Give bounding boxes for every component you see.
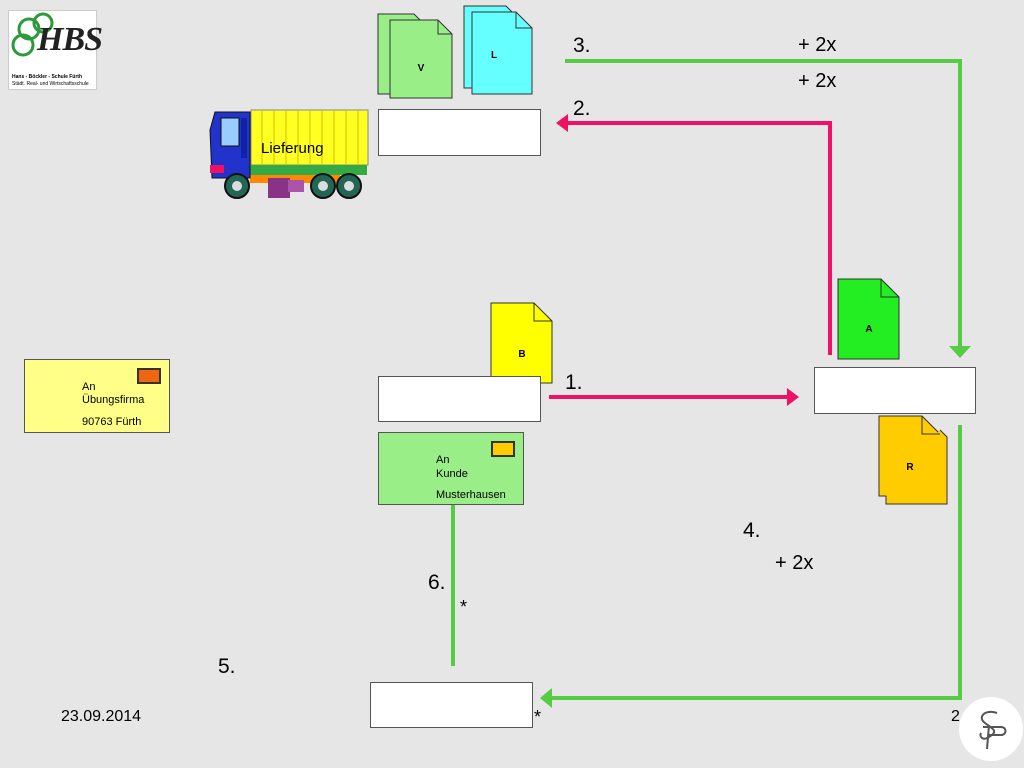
truck-icon [209, 109, 369, 199]
multiplier-step-3-b: + 2x [798, 70, 837, 92]
stamp-icon [137, 368, 161, 384]
box-top [378, 109, 541, 156]
document-l-icon: L [463, 5, 533, 95]
truck-label: Lieferung [261, 140, 324, 157]
envelope-company-line3: 90763 Fürth [82, 416, 142, 428]
step-2-label: 2. [573, 97, 591, 120]
document-b-label: B [518, 349, 525, 360]
star-step-6: * [460, 597, 468, 617]
step-4-label: 4. [743, 519, 761, 542]
document-v-icon: V [377, 13, 453, 99]
school-logo: HBS Hans - Böckler - Schule Fürth Städt.… [8, 10, 103, 90]
document-l-label: L [491, 50, 497, 61]
document-a-label: A [865, 324, 872, 335]
envelope-customer-line1: An [436, 454, 450, 466]
envelope-company-line2: Übungsfirma [82, 394, 145, 406]
envelope-customer-line3: Musterhausen [436, 489, 506, 501]
arrow-step-1 [549, 388, 799, 406]
arrow-step-4 [540, 425, 962, 708]
clover-icon [11, 12, 54, 57]
step-5-label: 5. [218, 655, 236, 678]
envelope-company-line1: An [82, 381, 96, 393]
page-number: 2 [951, 708, 960, 725]
logo-text: HBS [37, 21, 103, 58]
document-v-label: V [418, 63, 425, 74]
arrow-step-2 [556, 114, 832, 355]
footer-date: 23.09.2014 [61, 708, 142, 725]
envelope-customer-line2: Kunde [436, 468, 468, 480]
envelope-company: An Übungsfirma 90763 Fürth [24, 359, 170, 433]
box-right [814, 367, 976, 414]
signature-logo [959, 697, 1023, 761]
document-a-icon: A [837, 278, 900, 360]
multiplier-step-4: + 2x [775, 552, 814, 574]
step-3-label: 3. [573, 34, 591, 57]
document-r-icon: R [878, 415, 948, 505]
step-1-label: 1. [565, 371, 583, 394]
stamp-icon [491, 441, 515, 457]
document-b-icon: B [490, 302, 553, 384]
document-r-label: R [906, 462, 914, 473]
envelope-customer: An Kunde Musterhausen [378, 432, 524, 505]
logo-caption-line1: Hans - Böckler - Schule Fürth [12, 74, 83, 80]
box-middle [378, 376, 541, 422]
star-step-5: * [534, 707, 542, 727]
arrow-step-3 [565, 59, 971, 358]
step-6-label: 6. [428, 571, 446, 594]
box-bottom [370, 682, 533, 728]
logo-caption-line2: Städt. Real- und Wirtschaftsschule [12, 81, 89, 87]
multiplier-step-3-a: + 2x [798, 34, 837, 56]
signature-icon [979, 711, 1007, 750]
